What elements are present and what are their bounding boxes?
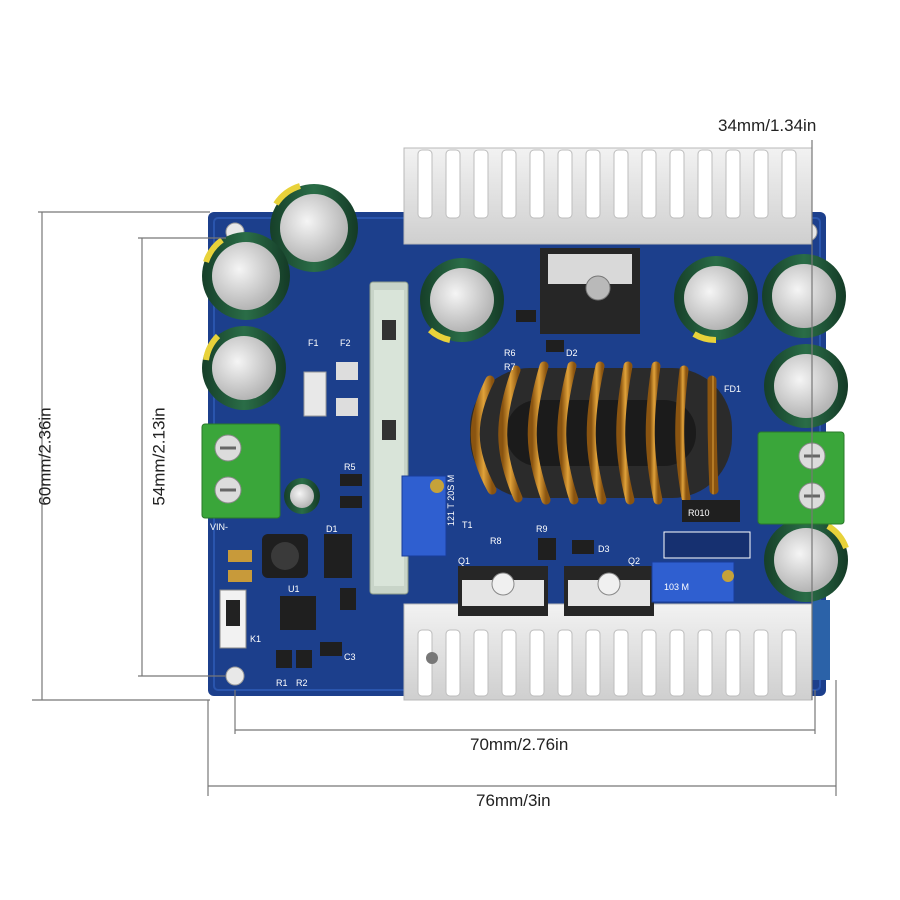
label-f2: F2	[340, 338, 351, 348]
capacitor	[202, 326, 286, 410]
smd-inductor	[262, 534, 308, 578]
label-r010: R010	[688, 508, 710, 518]
capacitor	[764, 344, 848, 428]
dim-total-width: 76mm/3in	[476, 791, 551, 810]
label-c3: C3	[344, 652, 356, 662]
label-q2: Q2	[628, 556, 640, 566]
label-d1: D1	[326, 524, 338, 534]
label-k1: K1	[250, 634, 261, 644]
label-fd1: FD1	[724, 384, 741, 394]
capacitor	[420, 258, 504, 343]
capacitor	[202, 232, 290, 320]
dimension-lines	[32, 140, 837, 796]
label-d2: D2	[566, 348, 578, 358]
capacitor	[270, 183, 358, 272]
label-r1: R1	[276, 678, 288, 688]
label-r6: R6	[504, 348, 516, 358]
label-pot-right: 103 M	[664, 582, 689, 592]
output-terminal-block	[757, 431, 845, 525]
potentiometer-left	[401, 475, 447, 557]
top-heatsink	[403, 147, 813, 245]
label-d3: D3	[598, 544, 610, 554]
toggle-switch	[219, 589, 247, 649]
dim-total-height: 60mm/2.36in	[35, 407, 55, 506]
dim-hole-height: 54mm/2.13in	[149, 407, 169, 506]
bottom-heatsink	[403, 603, 813, 701]
label-f1: F1	[308, 338, 319, 348]
label-pot-left: 121 T 20S M	[446, 475, 456, 526]
mosfet-bottom-left	[458, 566, 548, 616]
mosfet-top	[540, 248, 640, 334]
dim-heatsink-height: 34mm/1.34in	[718, 116, 817, 135]
label-r7: R7	[504, 362, 516, 372]
dim-hole-width: 70mm/2.76in	[470, 735, 569, 754]
capacitor-small	[284, 478, 320, 514]
mosfet-bottom-right	[564, 566, 654, 616]
label-q1: Q1	[458, 556, 470, 566]
capacitor	[674, 256, 758, 344]
silkscreen-labels: F1 F2 R5 R6 R7 R8 R9 D1 D2 D3 Q1 Q2 T1 K…	[210, 338, 741, 688]
capacitor	[762, 254, 846, 338]
label-u1: U1	[288, 584, 300, 594]
label-r9: R9	[536, 524, 548, 534]
label-r2: R2	[296, 678, 308, 688]
potentiometer-right	[651, 561, 735, 603]
daughter-board	[369, 281, 409, 595]
capacitor	[764, 518, 849, 602]
ic-chip	[280, 596, 316, 630]
label-t1: T1	[462, 520, 473, 530]
smd-components	[228, 310, 751, 668]
label-r8: R8	[490, 536, 502, 546]
input-terminal-block	[201, 423, 281, 519]
toroid-inductor	[470, 361, 732, 505]
label-vin-minus: VIN-	[210, 522, 228, 532]
label-r5: R5	[344, 462, 356, 472]
